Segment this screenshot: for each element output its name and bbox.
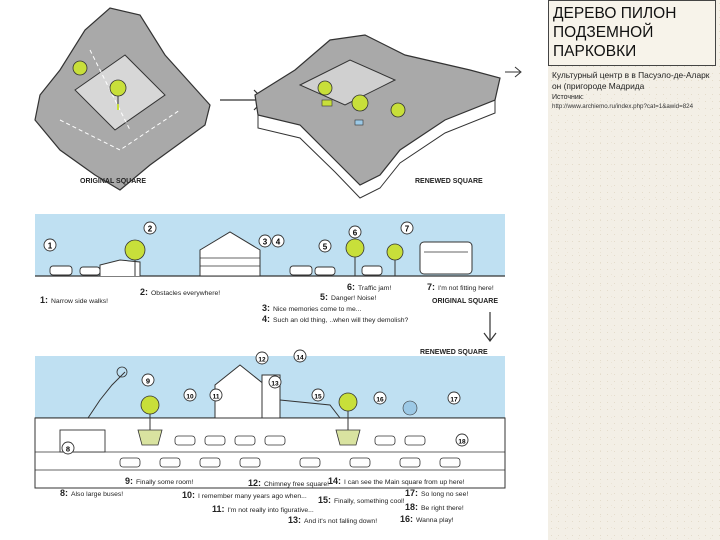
svg-text:4: 4	[276, 238, 281, 247]
svg-text:12: 12	[258, 357, 266, 364]
source-url: http://www.archiemo.ru/index.php?cat=1&a…	[552, 103, 694, 110]
diagram-canvas: ORIGINAL SQUARE RENEWED SQUARE	[34, 7, 522, 525]
down-arrow-icon	[483, 312, 497, 342]
marker-7: 7	[400, 221, 414, 235]
svg-text:8: 8	[66, 445, 70, 454]
original-square-axonometric	[34, 7, 211, 191]
marker-10: 10	[183, 388, 197, 402]
marker-16: 16	[373, 391, 387, 405]
svg-text:3: 3	[263, 238, 268, 247]
marker-17: 17	[447, 391, 461, 405]
source-label: Источник:	[552, 94, 584, 101]
svg-text:1: 1	[48, 242, 53, 251]
legend-item-15: 15:Finally, something cool!	[318, 495, 405, 505]
renewed-section-label: RENEWED SQUARE	[420, 349, 488, 356]
legend-item-5: 5:Danger! Noise!	[320, 292, 376, 302]
slide-title: ДЕРЕВО ПИЛОН ПОДЗЕМНОЙ ПАРКОВКИ	[553, 5, 677, 60]
legend-item-18: 18:Be right there!	[405, 502, 464, 512]
marker-12: 12	[255, 351, 269, 365]
sidebar-panel	[548, 0, 720, 540]
legend-item-3: 3:Nice memories come to me...	[262, 303, 362, 313]
legend-item-8: 8:Also large buses!	[60, 488, 123, 498]
svg-text:14: 14	[296, 355, 304, 362]
original-legend: 1:Narrow side walks! 2:Obstacles everywh…	[40, 282, 494, 324]
legend-item-2: 2:Obstacles everywhere!	[140, 287, 220, 297]
marker-13: 13	[268, 375, 282, 389]
legend-item-4: 4:Such an old thing, ..when will they de…	[262, 314, 408, 324]
marker-11: 11	[209, 388, 223, 402]
legend-item-1: 1:Narrow side walks!	[40, 295, 108, 305]
marker-2: 2	[143, 221, 157, 235]
legend-item-16: 16:Wanna play!	[400, 514, 454, 524]
legend-item-13: 13:And it's not falling down!	[288, 515, 377, 525]
legend-item-14: 14:I can see the Main square from up her…	[328, 476, 465, 486]
svg-text:15: 15	[314, 394, 322, 401]
legend-item-6: 6:Traffic jam!	[347, 282, 391, 292]
description-text: Культурный центр в в Пасуэло-де-Аларкон …	[552, 70, 710, 91]
marker-15: 15	[311, 388, 325, 402]
marker-14: 14	[293, 349, 307, 363]
legend-item-7: 7:I'm not fitting here!	[427, 282, 494, 292]
small-arrow-icon	[505, 66, 522, 78]
legend-item-11: 11:I'm not really into figurative...	[212, 504, 314, 514]
marker-9: 9	[141, 373, 155, 387]
marker-8: 8	[61, 441, 75, 455]
svg-text:13: 13	[271, 381, 279, 388]
marker-4: 4	[271, 234, 285, 248]
marker-5: 5	[318, 239, 332, 253]
renewed-markers: 8 9 10 11 12 13 14 15	[61, 349, 469, 455]
svg-text:18: 18	[458, 439, 466, 446]
renewed-square-axonometric	[254, 34, 501, 199]
marker-3: 3	[258, 234, 272, 248]
top-renewed-label: RENEWED SQUARE	[415, 178, 483, 185]
marker-1: 1	[43, 238, 57, 252]
title-box: ДЕРЕВО ПИЛОН ПОДЗЕМНОЙ ПАРКОВКИ	[548, 0, 716, 66]
svg-text:7: 7	[405, 225, 410, 234]
legend-item-9: 9:Finally some room!	[125, 476, 194, 486]
marker-18: 18	[455, 433, 469, 447]
legend-item-10: 10:I remember many years ago when...	[182, 490, 307, 500]
legend-item-12: 12:Chimney free square!	[248, 478, 329, 488]
renewed-section-scene	[34, 356, 506, 489]
svg-text:6: 6	[353, 229, 358, 238]
svg-text:9: 9	[146, 377, 150, 386]
svg-text:10: 10	[186, 394, 194, 401]
svg-text:2: 2	[148, 225, 153, 234]
original-markers: 1 2 3 4 5 6 7	[43, 221, 414, 253]
svg-text:5: 5	[323, 243, 328, 252]
svg-text:11: 11	[213, 394, 220, 401]
legend-item-17: 17:So long no see!	[405, 488, 468, 498]
renewed-legend: 8:Also large buses! 9:Finally some room!…	[60, 476, 468, 525]
svg-text:16: 16	[376, 397, 384, 404]
marker-6: 6	[348, 225, 362, 239]
top-original-label: ORIGINAL SQUARE	[80, 178, 146, 185]
svg-text:17: 17	[450, 397, 458, 404]
original-section-label: ORIGINAL SQUARE	[432, 298, 498, 305]
